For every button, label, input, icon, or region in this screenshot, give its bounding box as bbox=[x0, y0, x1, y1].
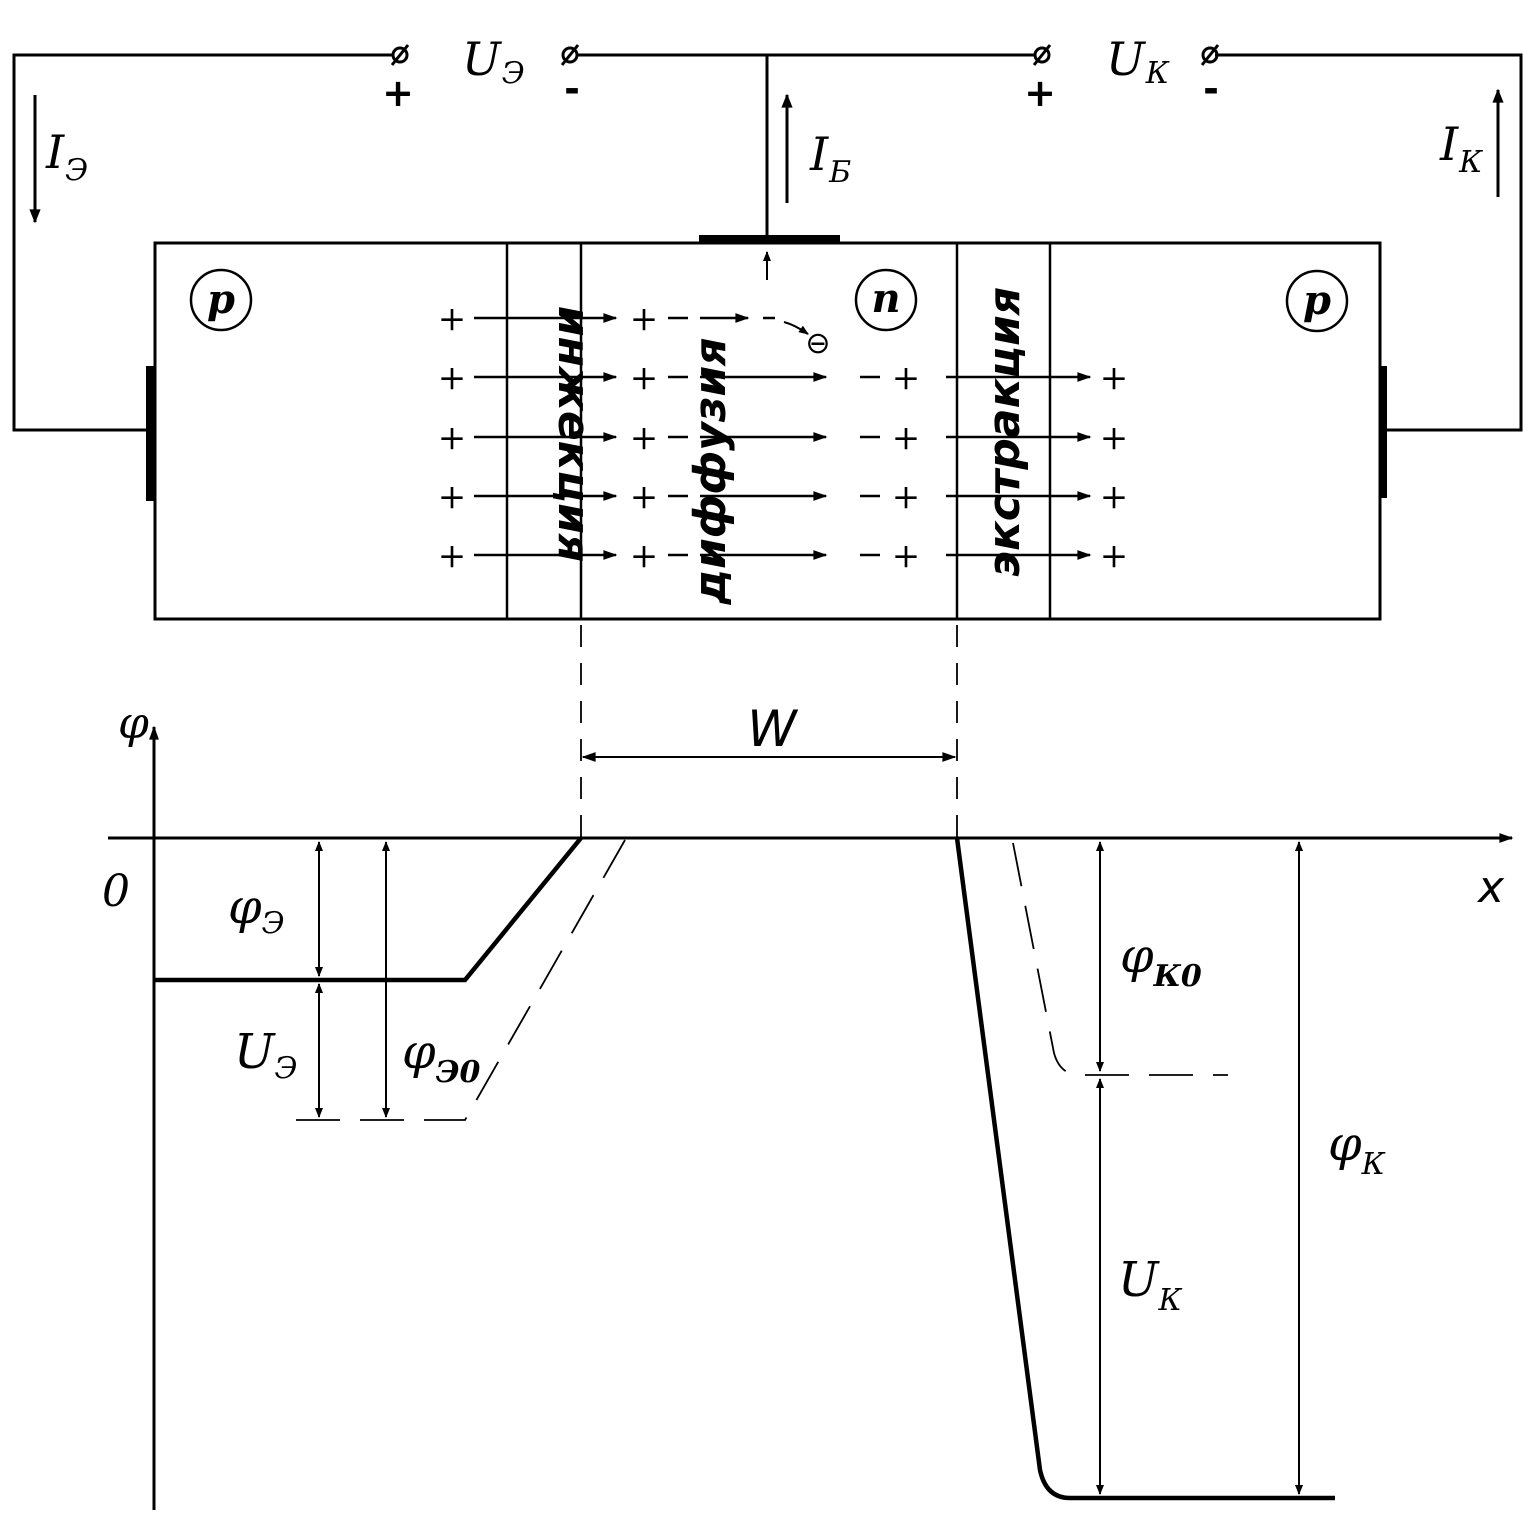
svg-text:p: p bbox=[207, 276, 235, 323]
label-phi-k: φК bbox=[1328, 1116, 1386, 1182]
label-ik: IК bbox=[1439, 117, 1483, 180]
label-extraction: экстракция bbox=[979, 287, 1030, 577]
circuit-wiring bbox=[12, 53, 1523, 432]
label-phi-e0: φЭ0 bbox=[402, 1024, 480, 1090]
hole-signs: + + + + + + + + + + + + + + + + + + bbox=[438, 299, 1129, 576]
hole-sign: + bbox=[630, 299, 659, 339]
hole-sign: + bbox=[630, 477, 659, 517]
collector-potential-curve bbox=[954, 837, 1335, 1501]
origin-label: 0 bbox=[102, 866, 130, 917]
y-axis-label: φ bbox=[118, 698, 149, 749]
hole-sign: + bbox=[892, 536, 921, 576]
label-ue-source: UЭ bbox=[462, 32, 525, 91]
terminals bbox=[390, 44, 1220, 66]
emitter-wire bbox=[12, 53, 393, 432]
hole-sign: + bbox=[1100, 358, 1129, 398]
hole-sign: + bbox=[1100, 477, 1129, 517]
region-emitter-label: p bbox=[189, 268, 253, 332]
hole-sign: + bbox=[892, 358, 921, 398]
region-base-label: n bbox=[854, 268, 918, 332]
hole-sign: + bbox=[438, 358, 467, 398]
terminal-ue-plus bbox=[390, 44, 410, 66]
hole-sign: + bbox=[1100, 418, 1129, 458]
carrier-row bbox=[474, 313, 809, 335]
label-u-k: UК bbox=[1118, 1252, 1182, 1318]
ue-plus-sign: + bbox=[382, 71, 414, 115]
label-u-e: UЭ bbox=[234, 1024, 297, 1086]
dimension-arrows bbox=[315, 841, 1303, 1495]
hole-sign: + bbox=[892, 418, 921, 458]
svg-text:p: p bbox=[1303, 277, 1331, 324]
emitter-potential-curve bbox=[154, 836, 583, 983]
hole-sign: + bbox=[630, 418, 659, 458]
collector-contact bbox=[1380, 366, 1387, 498]
carrier-flow bbox=[474, 251, 1092, 560]
collector-wire bbox=[1215, 53, 1523, 432]
label-phi-k0: φК0 bbox=[1120, 928, 1202, 994]
emitter-equilibrium-curve bbox=[296, 839, 626, 1121]
label-injection: инжекция bbox=[548, 306, 599, 562]
uk-plus-sign: + bbox=[1024, 71, 1056, 115]
terminal-uk-plus bbox=[1032, 44, 1052, 66]
label-phi-e: φЭ bbox=[228, 879, 285, 941]
transistor-body bbox=[146, 235, 1387, 621]
hole-sign: + bbox=[438, 477, 467, 517]
region-collector-label: p bbox=[1285, 269, 1349, 333]
ue-minus-sign: - bbox=[564, 67, 580, 111]
hole-sign: + bbox=[438, 418, 467, 458]
label-uk-source: UК bbox=[1106, 32, 1170, 91]
device-outline bbox=[153, 241, 1382, 621]
uk-minus-sign: - bbox=[1203, 67, 1219, 111]
base-contact bbox=[699, 235, 840, 243]
label-ie: IЭ bbox=[45, 125, 88, 188]
plot-axes bbox=[108, 725, 1514, 1510]
hole-sign: + bbox=[630, 536, 659, 576]
emitter-contact bbox=[146, 366, 154, 501]
label-diffusion: диффузия bbox=[685, 337, 736, 605]
label-ib: IБ bbox=[809, 127, 851, 190]
electron-symbol: ⊖ bbox=[805, 326, 830, 361]
svg-text:n: n bbox=[871, 275, 900, 322]
hole-sign: + bbox=[438, 536, 467, 576]
hole-sign: + bbox=[1100, 536, 1129, 576]
hole-sign: + bbox=[630, 358, 659, 398]
collector-equilibrium-curve bbox=[1012, 842, 1228, 1076]
hole-sign: + bbox=[892, 477, 921, 517]
hole-sign: + bbox=[438, 299, 467, 339]
terminal-uk-minus bbox=[1200, 44, 1220, 66]
x-axis-label: x bbox=[1476, 862, 1505, 913]
base-width-label: W bbox=[747, 700, 798, 758]
potential-curves bbox=[154, 836, 1335, 1501]
terminal-ue-minus bbox=[560, 44, 580, 66]
